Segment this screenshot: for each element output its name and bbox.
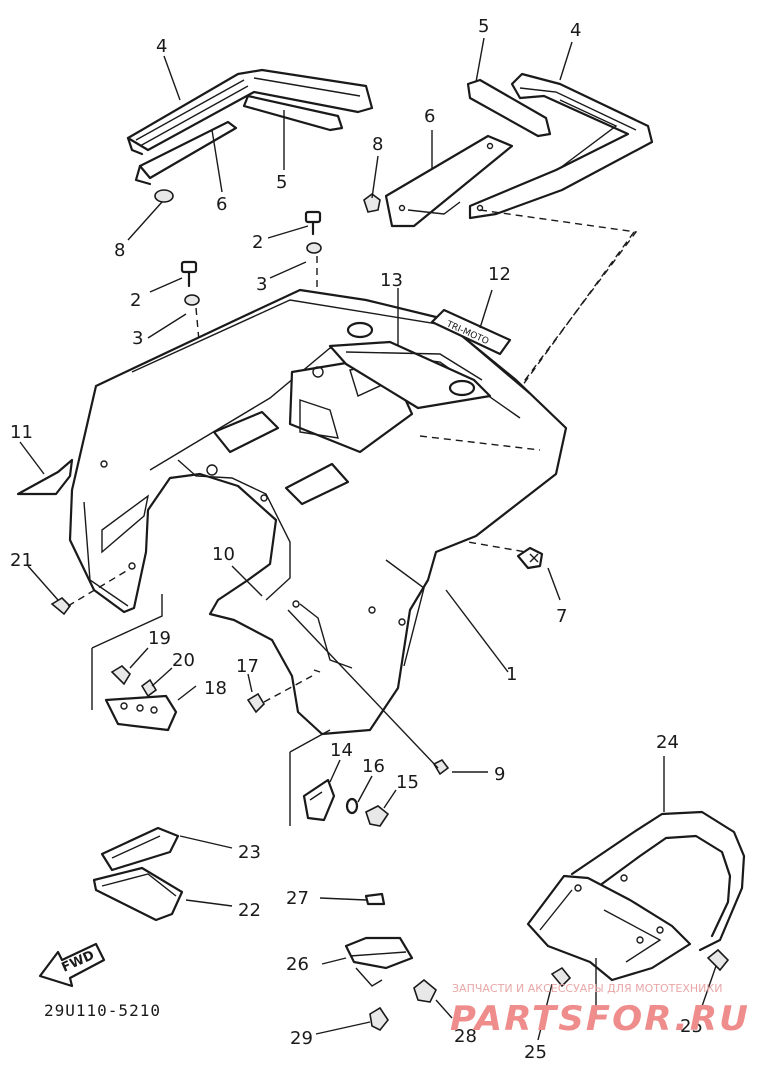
screw-7 [516,546,544,570]
leader-lines [19,37,717,1041]
callout-13: 13 [380,270,403,291]
assembly-line [479,209,638,393]
callout-3: 3 [256,274,267,295]
drawing-code: 29U110-5210 [44,1001,161,1020]
bolt-washer-2-3-right [304,210,322,368]
callout-9: 9 [494,764,505,785]
screw-9 [432,758,450,776]
callout-15: 15 [396,772,419,793]
callout-labels: 4 4 5 5 6 6 8 8 2 2 3 3 13 12 11 21 10 7… [10,16,703,1063]
watermark-tagline: ЗАПЧАСТИ И АКСЕССУАРЫ ДЛЯ МОТОТЕХНИКИ [452,982,722,995]
watermark-brand: PARTSFOR.RU [450,999,750,1039]
callout-23: 23 [238,842,261,863]
callout-11: 11 [10,422,33,443]
latch-group-14-16 [289,729,390,827]
right-rail-assembly [363,72,654,228]
callout-26: 26 [286,954,309,975]
flap-22-23 [92,826,184,922]
callout-5: 5 [276,172,287,193]
callout-27: 27 [286,888,309,909]
callout-6: 6 [216,194,227,215]
callout-10: 10 [212,544,235,565]
callout-8: 8 [372,134,383,155]
callout-4: 4 [570,20,581,41]
callout-2: 2 [130,290,141,311]
callout-19: 19 [148,628,171,649]
callout-3: 3 [132,328,143,349]
callout-7: 7 [556,606,567,627]
callout-1: 1 [506,664,517,685]
callout-8: 8 [114,240,125,261]
callout-29: 29 [290,1028,313,1049]
callout-25: 25 [524,1042,547,1063]
fwd-arrow: FWD [38,942,106,988]
assembly-line [409,531,527,553]
callout-21: 21 [10,550,33,571]
callout-18: 18 [204,678,227,699]
grab-bar-24 [526,810,746,1016]
decal-11 [16,458,74,496]
hinge-group-26-29 [344,892,437,1032]
callout-5: 5 [478,16,489,37]
callout-24: 24 [656,732,679,753]
assembly-line [415,231,635,533]
callout-17: 17 [236,656,259,677]
leader [287,609,439,769]
callout-4: 4 [156,36,167,57]
bolt-17 [246,669,321,714]
callout-6: 6 [424,106,435,127]
left-rail-assembly [126,68,374,203]
callout-28: 28 [454,1026,477,1047]
callout-14: 14 [330,740,353,761]
callout-20: 20 [172,650,195,671]
callout-25: 25 [680,1016,703,1037]
watermark: ЗАПЧАСТИ И АКСЕССУАРЫ ДЛЯ МОТОТЕХНИКИ PA… [450,982,750,1039]
rear-fender [68,288,568,736]
callout-16: 16 [362,756,385,777]
callout-2: 2 [252,232,263,253]
bolt-washer-2-3-left [180,260,211,463]
callout-12: 12 [488,264,511,285]
callout-22: 22 [238,900,261,921]
bracket-18 [50,569,178,732]
